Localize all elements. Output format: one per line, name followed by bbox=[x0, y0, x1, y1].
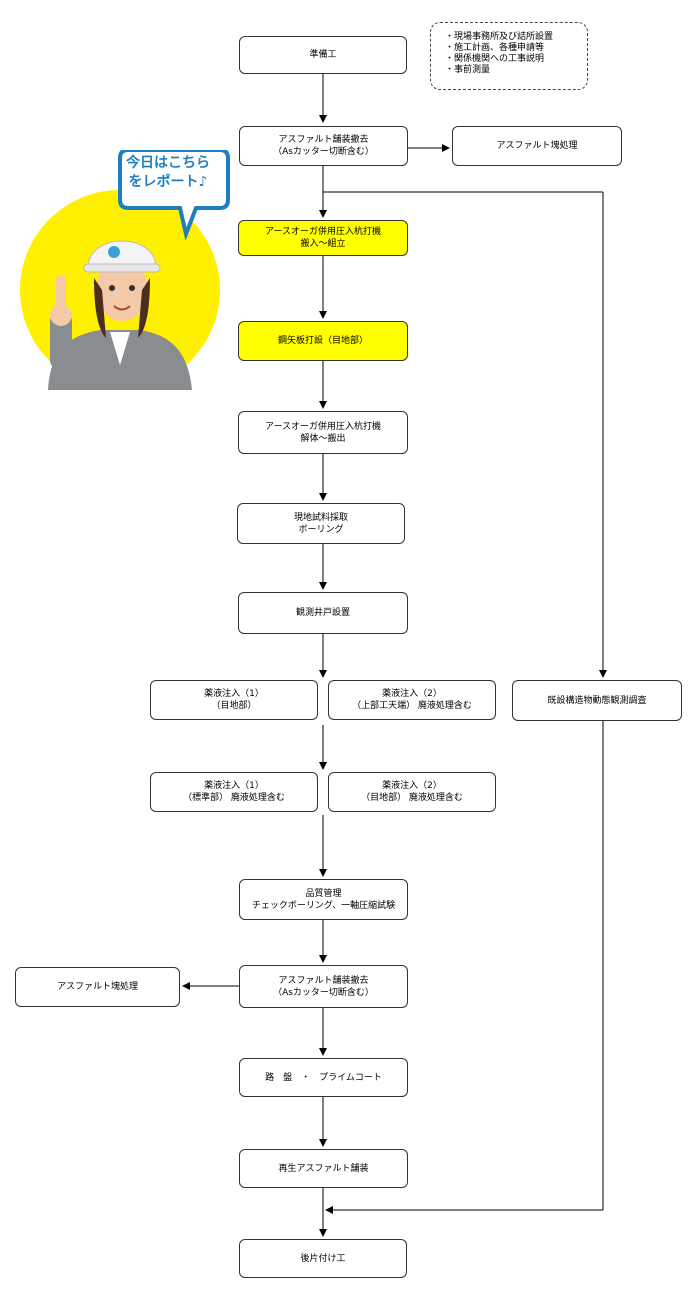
step-label: アースオーガ併用圧入杭打機 bbox=[264, 421, 381, 432]
step-label: アスファルト舗装撤去 bbox=[278, 135, 369, 145]
speech-line: をレポート♪ bbox=[128, 174, 208, 190]
step-label: 後片付け工 bbox=[300, 1253, 346, 1264]
step-cleanup: 後片付け工 bbox=[239, 1239, 407, 1278]
step-label: 既設構造物動態観測調査 bbox=[547, 695, 647, 706]
note-line: ・事前測量 bbox=[445, 65, 491, 75]
step-label: 観測井戸設置 bbox=[295, 608, 350, 618]
step-grout-1b: 薬液注入（1） （標準部） 廃液処理含む bbox=[150, 772, 318, 812]
mascot-illustration bbox=[20, 150, 230, 390]
speech-bubble-text: 今日はこちら をレポート♪ bbox=[118, 154, 218, 192]
step-label: アスファルト舗装撤去 bbox=[278, 975, 369, 986]
step-asphalt-disposal-2: アスファルト塊処理 bbox=[15, 967, 180, 1007]
step-sublabel: （標準部） 廃液処理含む bbox=[183, 793, 285, 803]
face bbox=[96, 259, 148, 321]
step-sublabel: （上部工天端） 廃液処理含む bbox=[352, 701, 472, 711]
note-line: ・施工計画、各種申請等 bbox=[445, 43, 545, 53]
step-recycled-paving: 再生アスファルト舗装 bbox=[239, 1149, 408, 1188]
step-grout-2b: 薬液注入（2） （目地部） 廃液処理含む bbox=[328, 772, 496, 812]
step-roadbed: 路 盤 ・ プライムコート bbox=[239, 1058, 408, 1097]
step-auger-removal: アースオーガ併用圧入杭打機 解体～搬出 bbox=[238, 411, 408, 454]
step-auger-setup: アースオーガ併用圧入杭打機 搬入～組立 bbox=[238, 220, 408, 256]
step-label: 再生アスファルト舗装 bbox=[278, 1163, 369, 1174]
step-sublabel: （目地部） bbox=[211, 701, 257, 711]
step-grout-1a: 薬液注入（1） （目地部） bbox=[150, 680, 318, 720]
step-label: 鋼矢板打設（目地部） bbox=[277, 336, 368, 346]
step-monitoring: 既設構造物動態観測調査 bbox=[512, 680, 682, 721]
step-label: アスファルト塊処理 bbox=[56, 982, 138, 992]
step-label: 準備工 bbox=[309, 50, 337, 60]
step-grout-2a: 薬液注入（2） （上部工天端） 廃液処理含む bbox=[328, 680, 496, 720]
step-label: 品質管理 bbox=[305, 888, 342, 899]
raised-arm bbox=[50, 310, 72, 370]
hair bbox=[94, 278, 106, 338]
helmet-logo-icon bbox=[108, 246, 120, 258]
step-sublabel: 搬入～組立 bbox=[300, 239, 346, 249]
step-well: 観測井戸設置 bbox=[238, 592, 408, 634]
preparation-notes: ・現場事務所及び詰所設置 ・施工計画、各種申請等 ・関係機関への工事説明 ・事前… bbox=[430, 22, 588, 90]
step-sublabel: （Asカッター切断含む） bbox=[273, 987, 374, 998]
step-sampling: 現地試料採取 ボーリング bbox=[237, 503, 405, 544]
step-label: 路 盤 ・ プライムコート bbox=[265, 1072, 382, 1083]
note-line: ・関係機関への工事説明 bbox=[445, 54, 545, 64]
step-label: 現地試料採取 bbox=[293, 512, 348, 523]
step-sublabel: （Asカッター切断含む） bbox=[273, 147, 374, 157]
step-label: 薬液注入（1） bbox=[204, 781, 264, 791]
step-asphalt-disposal-1: アスファルト塊処理 bbox=[452, 126, 622, 166]
step-label: アースオーガ併用圧入杭打機 bbox=[264, 227, 381, 237]
step-label: アスファルト塊処理 bbox=[496, 141, 578, 151]
step-sublabel: 解体～搬出 bbox=[300, 433, 346, 444]
note-line: ・現場事務所及び詰所設置 bbox=[445, 32, 554, 42]
speech-line: 今日はこちら bbox=[126, 155, 210, 171]
step-label: 薬液注入（2） bbox=[382, 781, 442, 791]
step-asphalt-removal-2: アスファルト舗装撤去 （Asカッター切断含む） bbox=[239, 965, 408, 1008]
step-sheet-pile: 鋼矢板打設（目地部） bbox=[238, 321, 408, 361]
speech-bubble bbox=[118, 150, 230, 241]
step-junbi: 準備工 bbox=[239, 36, 407, 74]
step-sublabel: （目地部） 廃液処理含む bbox=[361, 793, 463, 803]
step-asphalt-removal-1: アスファルト舗装撤去 （Asカッター切断含む） bbox=[239, 126, 408, 166]
step-sublabel: チェックボーリング、一軸圧縮試験 bbox=[251, 900, 396, 911]
step-sublabel: ボーリング bbox=[298, 524, 344, 535]
step-quality: 品質管理 チェックボーリング、一軸圧縮試験 bbox=[239, 879, 408, 920]
step-label: 薬液注入（2） bbox=[382, 689, 442, 699]
step-label: 薬液注入（1） bbox=[204, 689, 264, 699]
